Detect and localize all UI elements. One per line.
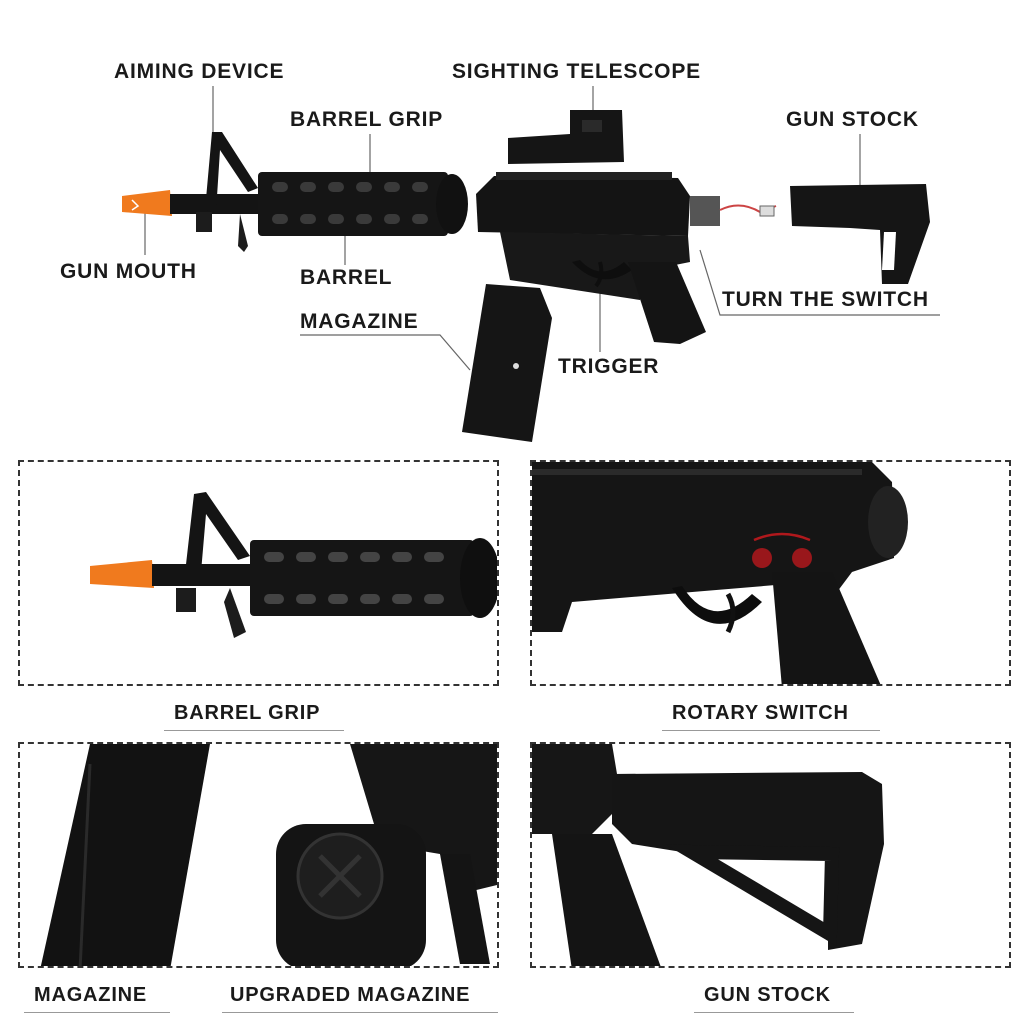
pistol-grip xyxy=(628,262,706,344)
upper-receiver xyxy=(476,176,690,236)
panel-gun-stock xyxy=(530,742,1011,968)
caption-underline xyxy=(222,1012,498,1013)
leader-lines xyxy=(144,86,940,371)
front-barrel xyxy=(170,194,265,214)
label-gun-mouth: GUN MOUTH xyxy=(60,260,197,283)
label-trigger: TRIGGER xyxy=(558,355,660,378)
caption-magazine: MAGAZINE xyxy=(34,984,148,1006)
barrel-grip xyxy=(258,172,448,236)
caption-underline xyxy=(164,730,344,731)
barrel-grip-closeup xyxy=(90,492,497,638)
caption-gun-stock: GUN STOCK xyxy=(704,984,831,1006)
rotary-switch-closeup xyxy=(532,462,908,684)
label-sighting-telescope: SIGHTING TELESCOPE xyxy=(452,60,701,83)
sighting-telescope xyxy=(508,110,624,164)
panel-barrel-grip xyxy=(18,460,499,686)
label-aiming-device: AIMING DEVICE xyxy=(114,60,285,83)
label-magazine: MAGAZINE xyxy=(300,310,419,333)
gun-stock-closeup xyxy=(532,744,884,966)
gun-stock xyxy=(790,184,930,284)
label-barrel-grip: BARREL GRIP xyxy=(290,108,444,131)
exploded-diagram xyxy=(122,86,940,442)
caption-underline xyxy=(694,1012,854,1013)
panel-rotary-switch xyxy=(530,460,1011,686)
caption-underline xyxy=(662,730,880,731)
magazine-closeup xyxy=(40,744,497,966)
label-gun-stock: GUN STOCK xyxy=(786,108,919,131)
caption-underline xyxy=(24,1012,170,1013)
caption-barrel-grip: BARREL GRIP xyxy=(174,702,321,724)
caption-upgraded-magazine: UPGRADED MAGAZINE xyxy=(230,984,471,1006)
magazine xyxy=(462,284,552,442)
trigger xyxy=(594,261,604,288)
buffer-tube xyxy=(690,196,720,226)
gun-mouth-tip xyxy=(122,190,172,216)
trigger-guard xyxy=(572,260,632,280)
label-turn-the-switch: TURN THE SWITCH xyxy=(722,288,929,311)
aiming-device xyxy=(205,132,258,212)
caption-rotary-switch: ROTARY SWITCH xyxy=(672,702,849,724)
handguard-cap xyxy=(436,174,468,234)
panel-magazines xyxy=(18,742,499,968)
label-barrel: BARREL xyxy=(300,266,393,289)
